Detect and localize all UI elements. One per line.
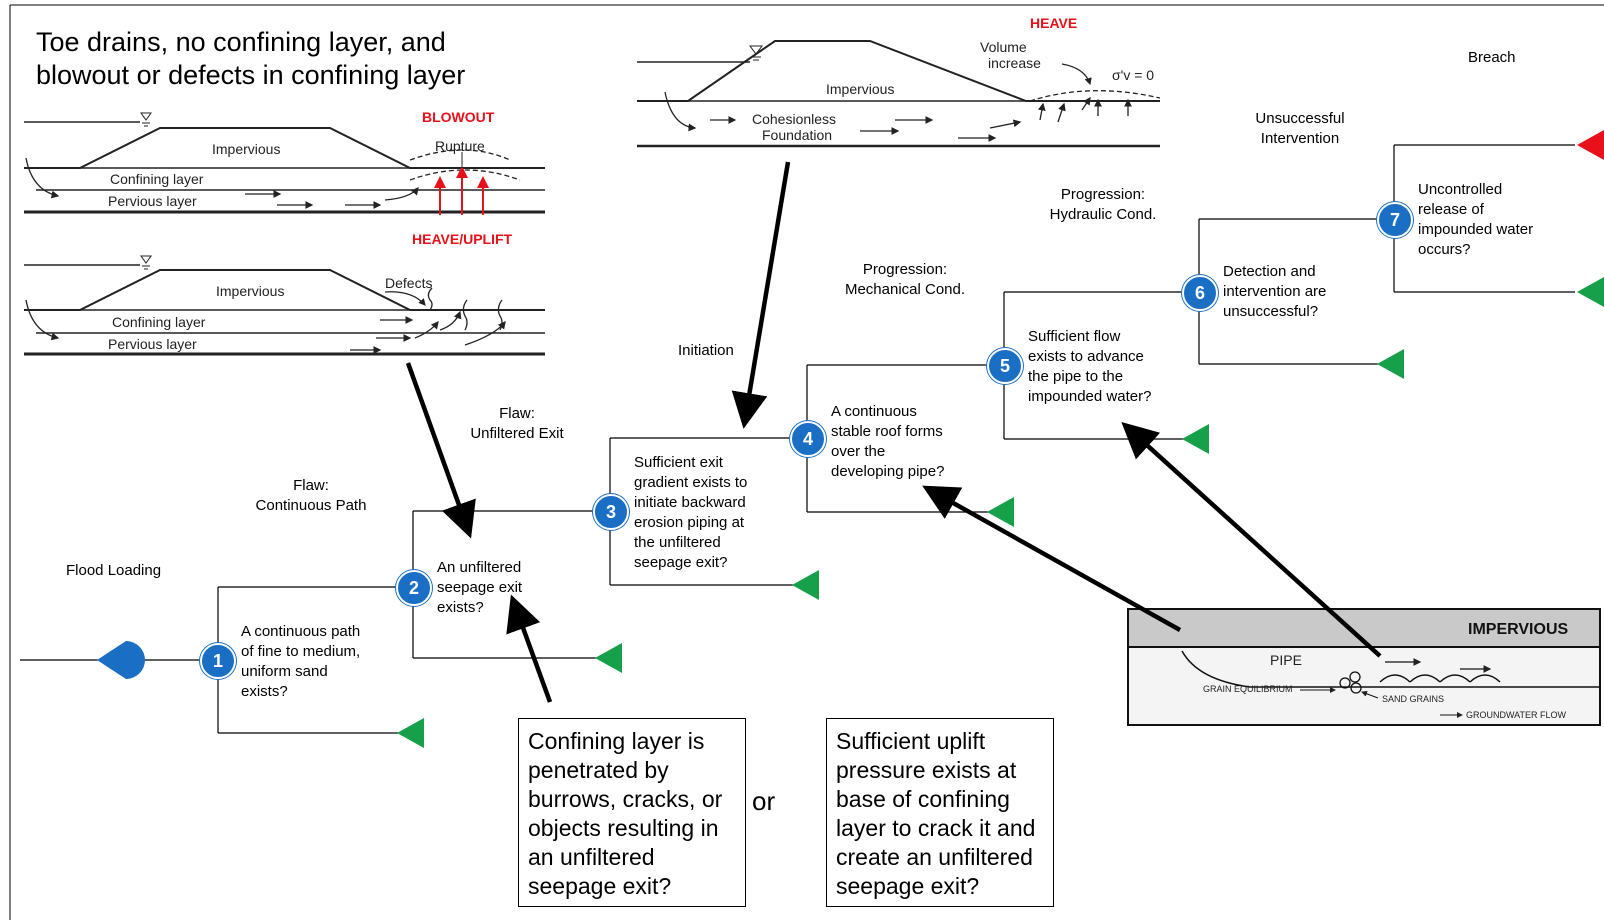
uplift-pressure-box: Sufficient uplift pressure exists at bas… (826, 718, 1054, 907)
blowout-confining-label: Confining layer (110, 171, 204, 187)
arrow-box-to-node2 (506, 594, 553, 703)
terminal-markers (397, 130, 1604, 748)
label-flaw-continuous-path: Flaw: Continuous Path (255, 477, 367, 514)
blowout-rupture-label: Rupture (435, 138, 485, 154)
blowout-pervious-label: Pervious layer (108, 193, 197, 209)
blowout-impervious-label: Impervious (212, 141, 280, 157)
heave-heading: HEAVE (1030, 15, 1077, 31)
terminal-green-6 (1377, 349, 1404, 379)
defects-pervious-label: Pervious layer (108, 336, 197, 352)
node-6-badge: 6 (1182, 275, 1218, 311)
defects-impervious-label: Impervious (216, 283, 284, 299)
node-3-question: Sufficient exit gradient exists to initi… (634, 454, 748, 571)
heave-foundation-label-1: Cohesionless (752, 111, 836, 127)
label-flaw-unfiltered-exit: Flaw: Unfiltered Exit (470, 405, 564, 442)
node-4-question: A continuous stable roof forms over the … (831, 403, 945, 480)
node-7-question: Uncontrolled release of impounded water … (1418, 181, 1534, 258)
defects-label: Defects (385, 275, 432, 291)
node-1-badge: 1 (200, 643, 236, 679)
label-progression-hydraulic: Progression: Hydraulic Cond. (1049, 186, 1157, 223)
heave-foundation-label-2: Foundation (762, 127, 832, 143)
label-initiation: Initiation (678, 342, 734, 359)
blowout-heading: BLOWOUT (422, 109, 495, 125)
pointer-arrows (405, 161, 1382, 703)
figure-blowout: BLOWOUT Impervious Rupture Confining lay… (24, 109, 545, 215)
grain-equilibrium-label: GRAIN EQUILIBRIUM (1203, 684, 1293, 694)
label-progression-mechanical: Progression: Mechanical Cond. (844, 261, 966, 298)
terminal-red-breach (1577, 130, 1604, 160)
node-2-badge: 2 (396, 570, 432, 606)
heave-volume-label-1: Volume (980, 39, 1027, 55)
confining-layer-box: Confining layer is penetrated by burrows… (518, 718, 746, 907)
pipe-impervious-label: IMPERVIOUS (1468, 621, 1569, 638)
terminal-green-2 (595, 643, 622, 673)
label-flood-loading: Flood Loading (66, 562, 162, 579)
defects-confining-label: Confining layer (112, 314, 206, 330)
terminal-green-7 (1577, 277, 1604, 307)
node-7-badge: 7 (1377, 202, 1413, 238)
diagram-title: Toe drains, no confining layer, and blow… (36, 27, 466, 90)
sand-grains-label: SAND GRAINS (1382, 694, 1444, 704)
node-2-question: An unfiltered seepage exit exists? (437, 559, 523, 616)
arrow-pipe-to-node5 (1121, 421, 1382, 658)
terminal-green-4 (987, 497, 1014, 527)
or-label: or (752, 786, 776, 816)
terminal-green-1 (397, 718, 424, 748)
pipe-label: PIPE (1270, 652, 1302, 668)
heave-volume-label-2: increase (988, 55, 1041, 71)
terminal-green-5 (1182, 424, 1209, 454)
arrow-heave-to-node3 (731, 161, 791, 429)
flood-start-marker (97, 641, 145, 679)
figure-heave: HEAVE Impervious Volume increase σ'v = 0… (637, 15, 1161, 148)
arrow-pipe-to-node4 (922, 485, 1182, 632)
node-5-badge: 5 (987, 348, 1023, 384)
arrow-blowout-to-node2 (405, 362, 476, 539)
node-1-question: A continuous path of fine to medium, uni… (241, 623, 361, 700)
node-6-question: Detection and intervention are unsuccess… (1223, 263, 1327, 320)
heave-impervious-label: Impervious (826, 81, 894, 97)
heave-uplift-heading: HEAVE/UPLIFT (412, 231, 513, 247)
groundwater-flow-label: GROUNDWATER FLOW (1466, 710, 1566, 720)
node-3-badge: 3 (593, 494, 629, 530)
node-4-badge: 4 (790, 421, 826, 457)
label-unsuccessful-intervention: Unsuccessful Intervention (1255, 110, 1345, 147)
label-breach: Breach (1468, 49, 1516, 66)
terminal-green-3 (792, 570, 819, 600)
heave-stress-label: σ'v = 0 (1112, 67, 1154, 83)
node-5-question: Sufficient flow exists to advance the pi… (1028, 328, 1152, 405)
figure-pipe: IMPERVIOUS PIPE GRAIN EQUILIBRIUM SAND G… (1127, 608, 1601, 726)
figure-defects: HEAVE/UPLIFT Impervious Defects Confinin… (24, 231, 545, 356)
